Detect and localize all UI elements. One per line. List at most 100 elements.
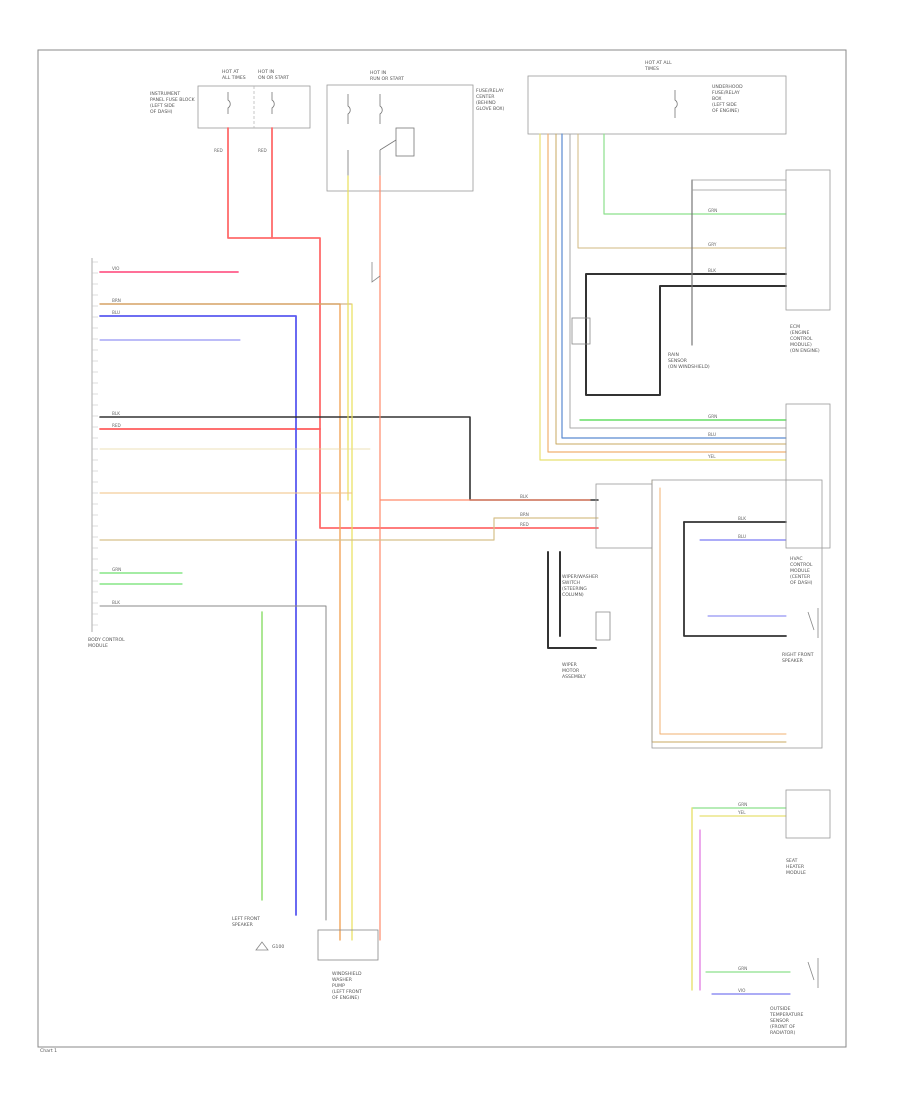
fuse-symbols — [227, 90, 678, 124]
label-rain-sensor: RAIN — [668, 352, 679, 358]
seat-heater-box — [785, 789, 831, 839]
label-ground: G100 — [272, 944, 284, 950]
svg-text:VIO: VIO — [738, 988, 746, 993]
label-wiper-motor: WIPER — [562, 662, 578, 668]
svg-text:(ENGINE: (ENGINE — [790, 330, 809, 336]
svg-text:OF DASH): OF DASH) — [150, 109, 173, 115]
label-seat-heater: SEAT — [786, 858, 798, 864]
svg-text:FUSE/RELAY: FUSE/RELAY — [712, 90, 740, 96]
svg-text:BRN: BRN — [112, 298, 121, 303]
svg-text:WASHER: WASHER — [332, 977, 353, 983]
svg-text:RUN OR START: RUN OR START — [370, 76, 404, 82]
svg-text:ON OR START: ON OR START — [258, 75, 289, 81]
svg-text:OF ENGINE): OF ENGINE) — [712, 108, 739, 114]
svg-text:GRN: GRN — [708, 414, 717, 419]
svg-text:(LEFT FRONT: (LEFT FRONT — [332, 989, 362, 995]
svg-text:BLK: BLK — [112, 411, 120, 416]
label-washer-pump: WINDSHIELD — [332, 971, 362, 977]
svg-text:SWITCH: SWITCH — [562, 580, 580, 586]
label-hot-in-on: HOT IN — [258, 69, 274, 75]
svg-text:OF DASH): OF DASH) — [790, 580, 813, 586]
svg-text:YEL: YEL — [707, 454, 716, 459]
svg-text:OF ENGINE): OF ENGINE) — [332, 995, 359, 1001]
svg-text:GLOVE BOX): GLOVE BOX) — [476, 106, 505, 112]
label-wiper-switch: WIPER/WASHER — [562, 574, 599, 580]
svg-text:MOTOR: MOTOR — [562, 668, 580, 674]
svg-text:BLK: BLK — [520, 494, 528, 499]
svg-text:BLK: BLK — [112, 600, 120, 605]
svg-text:BLU: BLU — [738, 534, 746, 539]
svg-text:HEATER: HEATER — [786, 864, 805, 870]
component-symbols — [255, 262, 819, 988]
svg-text:(ON WINDSHIELD): (ON WINDSHIELD) — [668, 364, 710, 370]
svg-text:YEL: YEL — [737, 810, 746, 815]
label-hot-run-start: HOT IN — [370, 70, 386, 76]
hvac-box — [785, 403, 831, 549]
label-underhood-fuse: UNDERHOOD — [712, 84, 743, 90]
ecm-box — [785, 169, 831, 311]
svg-text:MODULE: MODULE — [88, 643, 108, 649]
svg-text:MODULE): MODULE) — [790, 342, 812, 348]
label-right-front-speaker: RIGHT FRONT — [782, 652, 814, 658]
svg-text:MODULE: MODULE — [786, 870, 806, 876]
svg-text:(CENTER: (CENTER — [790, 574, 811, 580]
svg-text:ASSEMBLY: ASSEMBLY — [562, 674, 586, 680]
svg-text:SENSOR: SENSOR — [668, 358, 688, 364]
svg-text:GRY: GRY — [708, 242, 717, 247]
underhood-fuse-box — [527, 75, 787, 135]
svg-text:(LEFT SIDE: (LEFT SIDE — [712, 102, 737, 108]
svg-text:BLU: BLU — [708, 432, 716, 437]
svg-text:BOX: BOX — [712, 96, 722, 102]
fuse-box-bracket — [651, 479, 823, 749]
wire-color-tags: RED RED VIO BRN BLU RED BLK GRN BLK GRN … — [112, 148, 747, 993]
label-left-front-speaker: LEFT FRONT — [232, 916, 260, 922]
footer-code: Chart 1 — [40, 1048, 57, 1054]
label-outside-temp-sensor: OUTSIDE — [770, 1006, 791, 1012]
label-fuse-box-center: FUSE/RELAY — [476, 88, 504, 94]
svg-text:CONTROL: CONTROL — [790, 562, 813, 568]
fuse-box-center — [326, 84, 474, 192]
svg-text:SENSOR: SENSOR — [770, 1018, 790, 1024]
body-control-module-connector — [91, 258, 98, 632]
label-fuse-box-left: INSTRUMENT — [150, 91, 180, 97]
svg-text:COLUMN): COLUMN) — [562, 592, 584, 598]
label-body-control-module: BODY CONTROL — [88, 637, 125, 643]
svg-text:(FRONT OF: (FRONT OF — [770, 1024, 796, 1030]
svg-text:SPEAKER: SPEAKER — [782, 658, 804, 664]
svg-text:GRN: GRN — [708, 208, 717, 213]
svg-text:RED: RED — [520, 522, 529, 527]
relay-symbol — [347, 127, 415, 176]
svg-text:RED: RED — [214, 148, 223, 153]
wire-runs-right — [539, 133, 791, 995]
svg-text:ALL TIMES: ALL TIMES — [222, 75, 246, 81]
svg-text:PANEL FUSE BLOCK: PANEL FUSE BLOCK — [150, 97, 196, 103]
svg-text:PUMP: PUMP — [332, 983, 345, 989]
svg-text:GRN: GRN — [738, 802, 747, 807]
label-ecm: ECM — [790, 324, 800, 330]
svg-text:BLK: BLK — [738, 516, 746, 521]
svg-text:GRN: GRN — [112, 567, 121, 572]
svg-text:MODULE: MODULE — [790, 568, 810, 574]
wiper-switch-box — [595, 483, 653, 549]
svg-text:TIMES: TIMES — [644, 66, 659, 72]
svg-text:CONTROL: CONTROL — [790, 336, 813, 342]
svg-text:RED: RED — [112, 423, 121, 428]
label-hot-all-right: HOT AT ALL — [645, 60, 672, 66]
svg-text:TEMPERATURE: TEMPERATURE — [769, 1012, 803, 1018]
svg-text:CENTER: CENTER — [476, 94, 495, 100]
svg-text:(BEHIND: (BEHIND — [476, 100, 496, 106]
svg-text:BLU: BLU — [112, 310, 120, 315]
label-hot-at-all-times: HOT AT — [222, 69, 239, 75]
svg-text:(STEERING: (STEERING — [562, 586, 587, 592]
svg-text:GRN: GRN — [738, 966, 747, 971]
diagram-border — [37, 49, 847, 1048]
svg-text:RADIATOR): RADIATOR) — [770, 1030, 795, 1036]
svg-text:BRN: BRN — [520, 512, 529, 517]
svg-text:VIO: VIO — [112, 266, 120, 271]
svg-text:(ON ENGINE): (ON ENGINE) — [790, 348, 820, 354]
wire-runs — [99, 127, 599, 941]
svg-text:BLK: BLK — [708, 268, 716, 273]
svg-text:(LEFT SIDE: (LEFT SIDE — [150, 103, 175, 109]
svg-text:SPEAKER: SPEAKER — [232, 922, 254, 928]
